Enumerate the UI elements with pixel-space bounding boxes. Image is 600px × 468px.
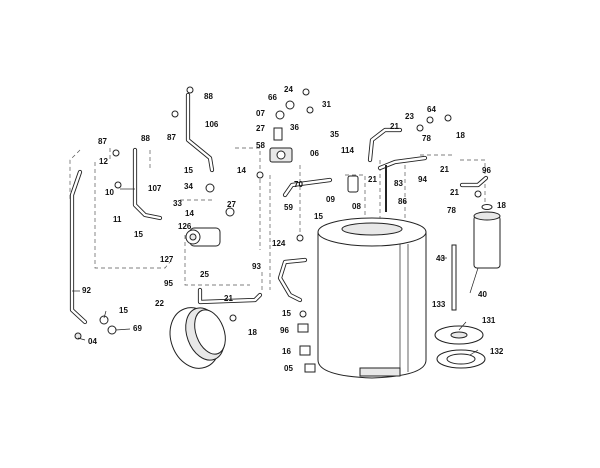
label-06: 06 [310, 149, 319, 158]
label-34: 34 [184, 182, 193, 191]
label-15: 15 [314, 212, 323, 221]
label-36: 36 [290, 123, 299, 132]
label-04: 04 [88, 337, 97, 346]
label-18: 18 [497, 201, 506, 210]
label-114: 114 [341, 146, 354, 155]
label-21: 21 [224, 294, 233, 303]
label-07: 07 [256, 109, 265, 118]
anode-cylinder [473, 204, 501, 269]
expansion-vessel [169, 307, 226, 369]
leader-lines [72, 188, 479, 356]
label-21: 21 [440, 165, 449, 174]
label-14: 14 [237, 166, 246, 175]
label-126: 126 [178, 222, 192, 231]
label-64: 64 [427, 105, 436, 114]
label-70: 70 [294, 180, 303, 189]
label-127: 127 [160, 255, 174, 264]
label-18: 18 [248, 328, 257, 337]
label-87: 87 [98, 137, 107, 146]
label-21: 21 [390, 122, 399, 131]
label-15: 15 [134, 230, 143, 239]
label-94: 94 [418, 175, 427, 184]
label-09: 09 [326, 195, 335, 204]
label-124: 124 [272, 239, 286, 248]
label-15: 15 [282, 309, 291, 318]
flange-gaskets [434, 325, 486, 369]
label-11: 11 [113, 215, 122, 224]
label-16: 16 [282, 347, 291, 356]
pipework [69, 92, 489, 325]
label-27: 27 [227, 200, 236, 209]
label-22: 22 [155, 299, 164, 308]
label-15: 15 [119, 306, 128, 315]
label-24: 24 [284, 85, 293, 94]
label-106: 106 [205, 120, 219, 129]
label-93: 93 [252, 262, 261, 271]
label-23: 23 [405, 112, 414, 121]
label-95: 95 [164, 279, 173, 288]
label-83: 83 [394, 179, 403, 188]
label-27: 27 [256, 124, 265, 133]
label-131: 131 [482, 316, 496, 325]
label-35: 35 [330, 130, 339, 139]
label-21: 21 [450, 188, 459, 197]
label-132: 132 [490, 347, 504, 356]
label-14: 14 [185, 209, 194, 218]
label-92: 92 [82, 286, 91, 295]
label-87: 87 [167, 133, 176, 142]
label-88: 88 [141, 134, 150, 143]
label-69: 69 [133, 324, 142, 333]
label-33: 33 [173, 199, 182, 208]
label-31: 31 [322, 100, 331, 109]
label-58: 58 [256, 141, 265, 150]
small-parts [74, 86, 482, 373]
label-18: 18 [456, 131, 465, 140]
label-15: 15 [184, 166, 193, 175]
label-25: 25 [200, 270, 209, 279]
label-08: 08 [352, 202, 361, 211]
label-88: 88 [204, 92, 213, 101]
label-59: 59 [284, 203, 293, 212]
label-86: 86 [398, 197, 407, 206]
label-96: 96 [280, 326, 289, 335]
label-96: 96 [482, 166, 491, 175]
label-78: 78 [422, 134, 431, 143]
label-133: 133 [432, 300, 446, 309]
assembly-guides [69, 147, 486, 290]
label-05: 05 [284, 364, 293, 373]
label-21: 21 [368, 175, 377, 184]
label-43: 43 [436, 254, 445, 263]
storage-tank [317, 217, 427, 379]
label-66: 66 [268, 93, 277, 102]
label-107: 107 [148, 184, 162, 193]
label-12: 12 [99, 157, 108, 166]
label-40: 40 [478, 290, 487, 299]
heating-rod [451, 244, 457, 311]
part-labels: 88 88 87 87 106 12 10 107 11 15 15 34 33… [82, 85, 506, 373]
label-78: 78 [447, 206, 456, 215]
label-10: 10 [105, 188, 114, 197]
